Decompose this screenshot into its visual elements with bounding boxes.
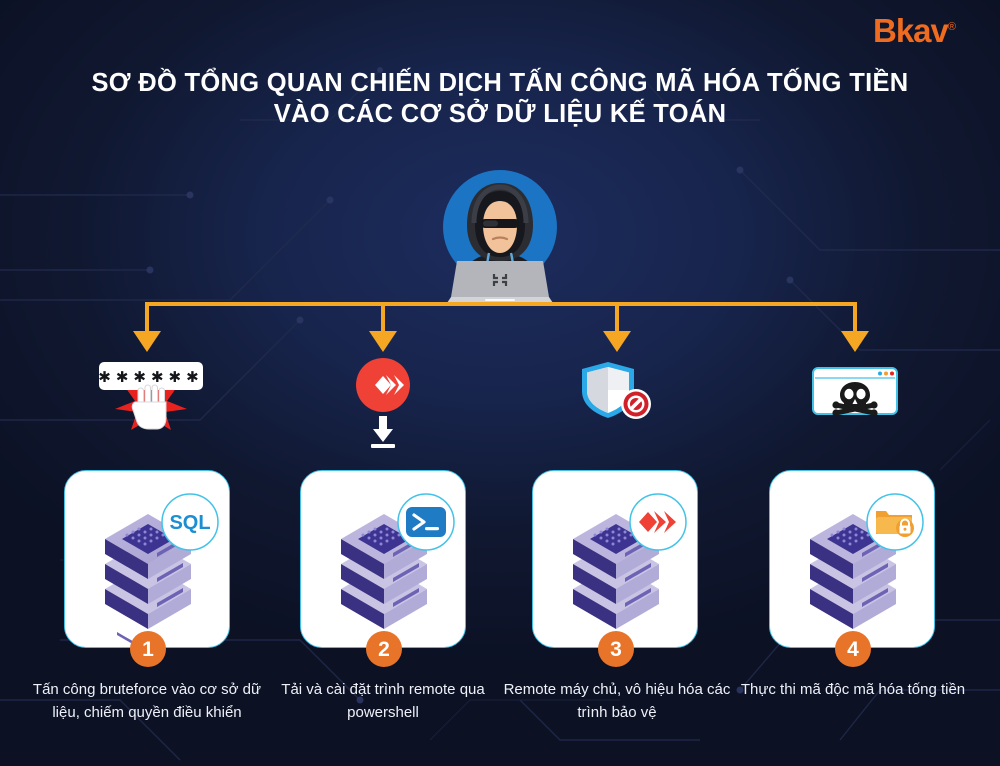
browser-skull-malware-icon: [812, 367, 898, 415]
database-server-stack-icon: [573, 493, 687, 629]
step-number-4: 4: [835, 631, 871, 667]
database-server-stack-icon: [341, 493, 455, 629]
step-card-1[interactable]: SQL 1: [64, 470, 230, 667]
bkav-logo-text: Bkav: [873, 12, 949, 49]
step-card-3[interactable]: 3: [532, 470, 698, 667]
step-number-3: 3: [598, 631, 634, 667]
registered-trademark-symbol: ®: [947, 21, 956, 33]
locked-folder-badge: [876, 511, 914, 537]
step-caption-2: Tải và cài đặt trình remote qua powershe…: [281, 681, 485, 721]
sql-badge-label: SQL: [169, 512, 210, 534]
step-number-2: 2: [366, 631, 402, 667]
bkav-logo: Bkav®: [873, 12, 956, 49]
powershell-badge: [406, 507, 446, 537]
database-server-stack-icon: [810, 493, 924, 629]
step-caption-1: Tấn công bruteforce vào cơ sở dữ liệu, c…: [32, 681, 262, 721]
step-number-1: 1: [130, 631, 166, 667]
connector-arrows: [133, 302, 869, 352]
anydesk-badge: [639, 511, 676, 533]
password-field-brute-force-icon: ✱✱✱✱✱✱: [98, 362, 203, 430]
page-title: SƠ ĐỒ TỔNG QUAN CHIẾN DỊCH TẤN CÔNG MÃ H…: [0, 68, 1000, 130]
database-server-stack-icon: SQL: [105, 493, 219, 649]
step-caption-4: Thực thi mã độc mã hóa tống tiền: [740, 681, 966, 698]
shield-disabled-icon: [582, 362, 651, 419]
step-caption-3: Remote máy chủ, vô hiệu hóa các trình bả…: [503, 681, 731, 721]
page-title-line1: SƠ ĐỒ TỔNG QUAN CHIẾN DỊCH TẤN CÔNG MÃ H…: [91, 69, 909, 97]
step-card-4[interactable]: 4: [769, 470, 935, 667]
step-card-2[interactable]: 2: [300, 470, 466, 667]
page-title-line2: VÀO CÁC CƠ SỞ DỮ LIỆU KẾ TOÁN: [273, 100, 727, 128]
password-mask-text: ✱✱✱✱✱✱: [98, 368, 203, 386]
hacker-with-laptop-icon: [443, 170, 557, 305]
anydesk-download-icon: [356, 358, 410, 448]
